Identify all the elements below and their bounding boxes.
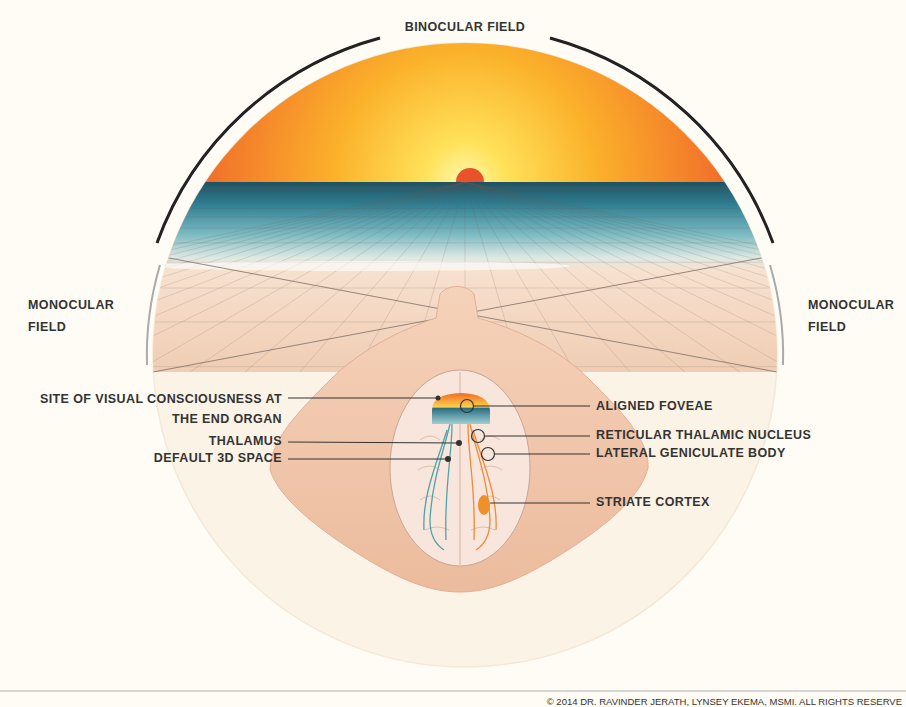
binocular-bracket [550, 38, 773, 243]
callout-ring [482, 448, 495, 461]
field-label: BINOCULAR FIELD [372, 20, 558, 35]
sunset-sky [140, 40, 790, 182]
callout-label: SITE OF VISUAL CONSCIOUSNESS AT THE END … [36, 389, 282, 429]
head-outline [270, 287, 648, 593]
callout-ring [461, 400, 474, 413]
monocular-bracket [147, 265, 160, 365]
field-label: MONOCULAR FIELD [28, 294, 124, 338]
copyright-note: © 2014 DR. RAVINDER JERATH, LYNSEY EKEMA… [547, 694, 902, 707]
callout-dot [436, 396, 441, 401]
callout-label: LATERAL GENICULATE BODY [596, 446, 786, 461]
sun [456, 168, 484, 182]
field-label: MONOCULAR FIELD [808, 294, 902, 338]
callout-label: RETICULAR THALAMIC NUCLEUS [596, 428, 811, 443]
striate-cortex [478, 495, 490, 515]
callout-ring [472, 430, 485, 443]
brain-outline [390, 370, 530, 566]
binocular-bracket [157, 38, 380, 243]
callout-label: ALIGNED FOVEAE [596, 399, 713, 414]
visual-image [432, 393, 490, 424]
callout-label: THALAMUS [209, 434, 282, 449]
monocular-bracket [770, 265, 783, 365]
footer-rule [0, 691, 906, 692]
callout-label: DEFAULT 3D SPACE [154, 451, 282, 466]
callout-label: STRIATE CORTEX [596, 495, 710, 510]
leader-lines [288, 398, 590, 503]
optic-pathway-right [468, 424, 496, 550]
